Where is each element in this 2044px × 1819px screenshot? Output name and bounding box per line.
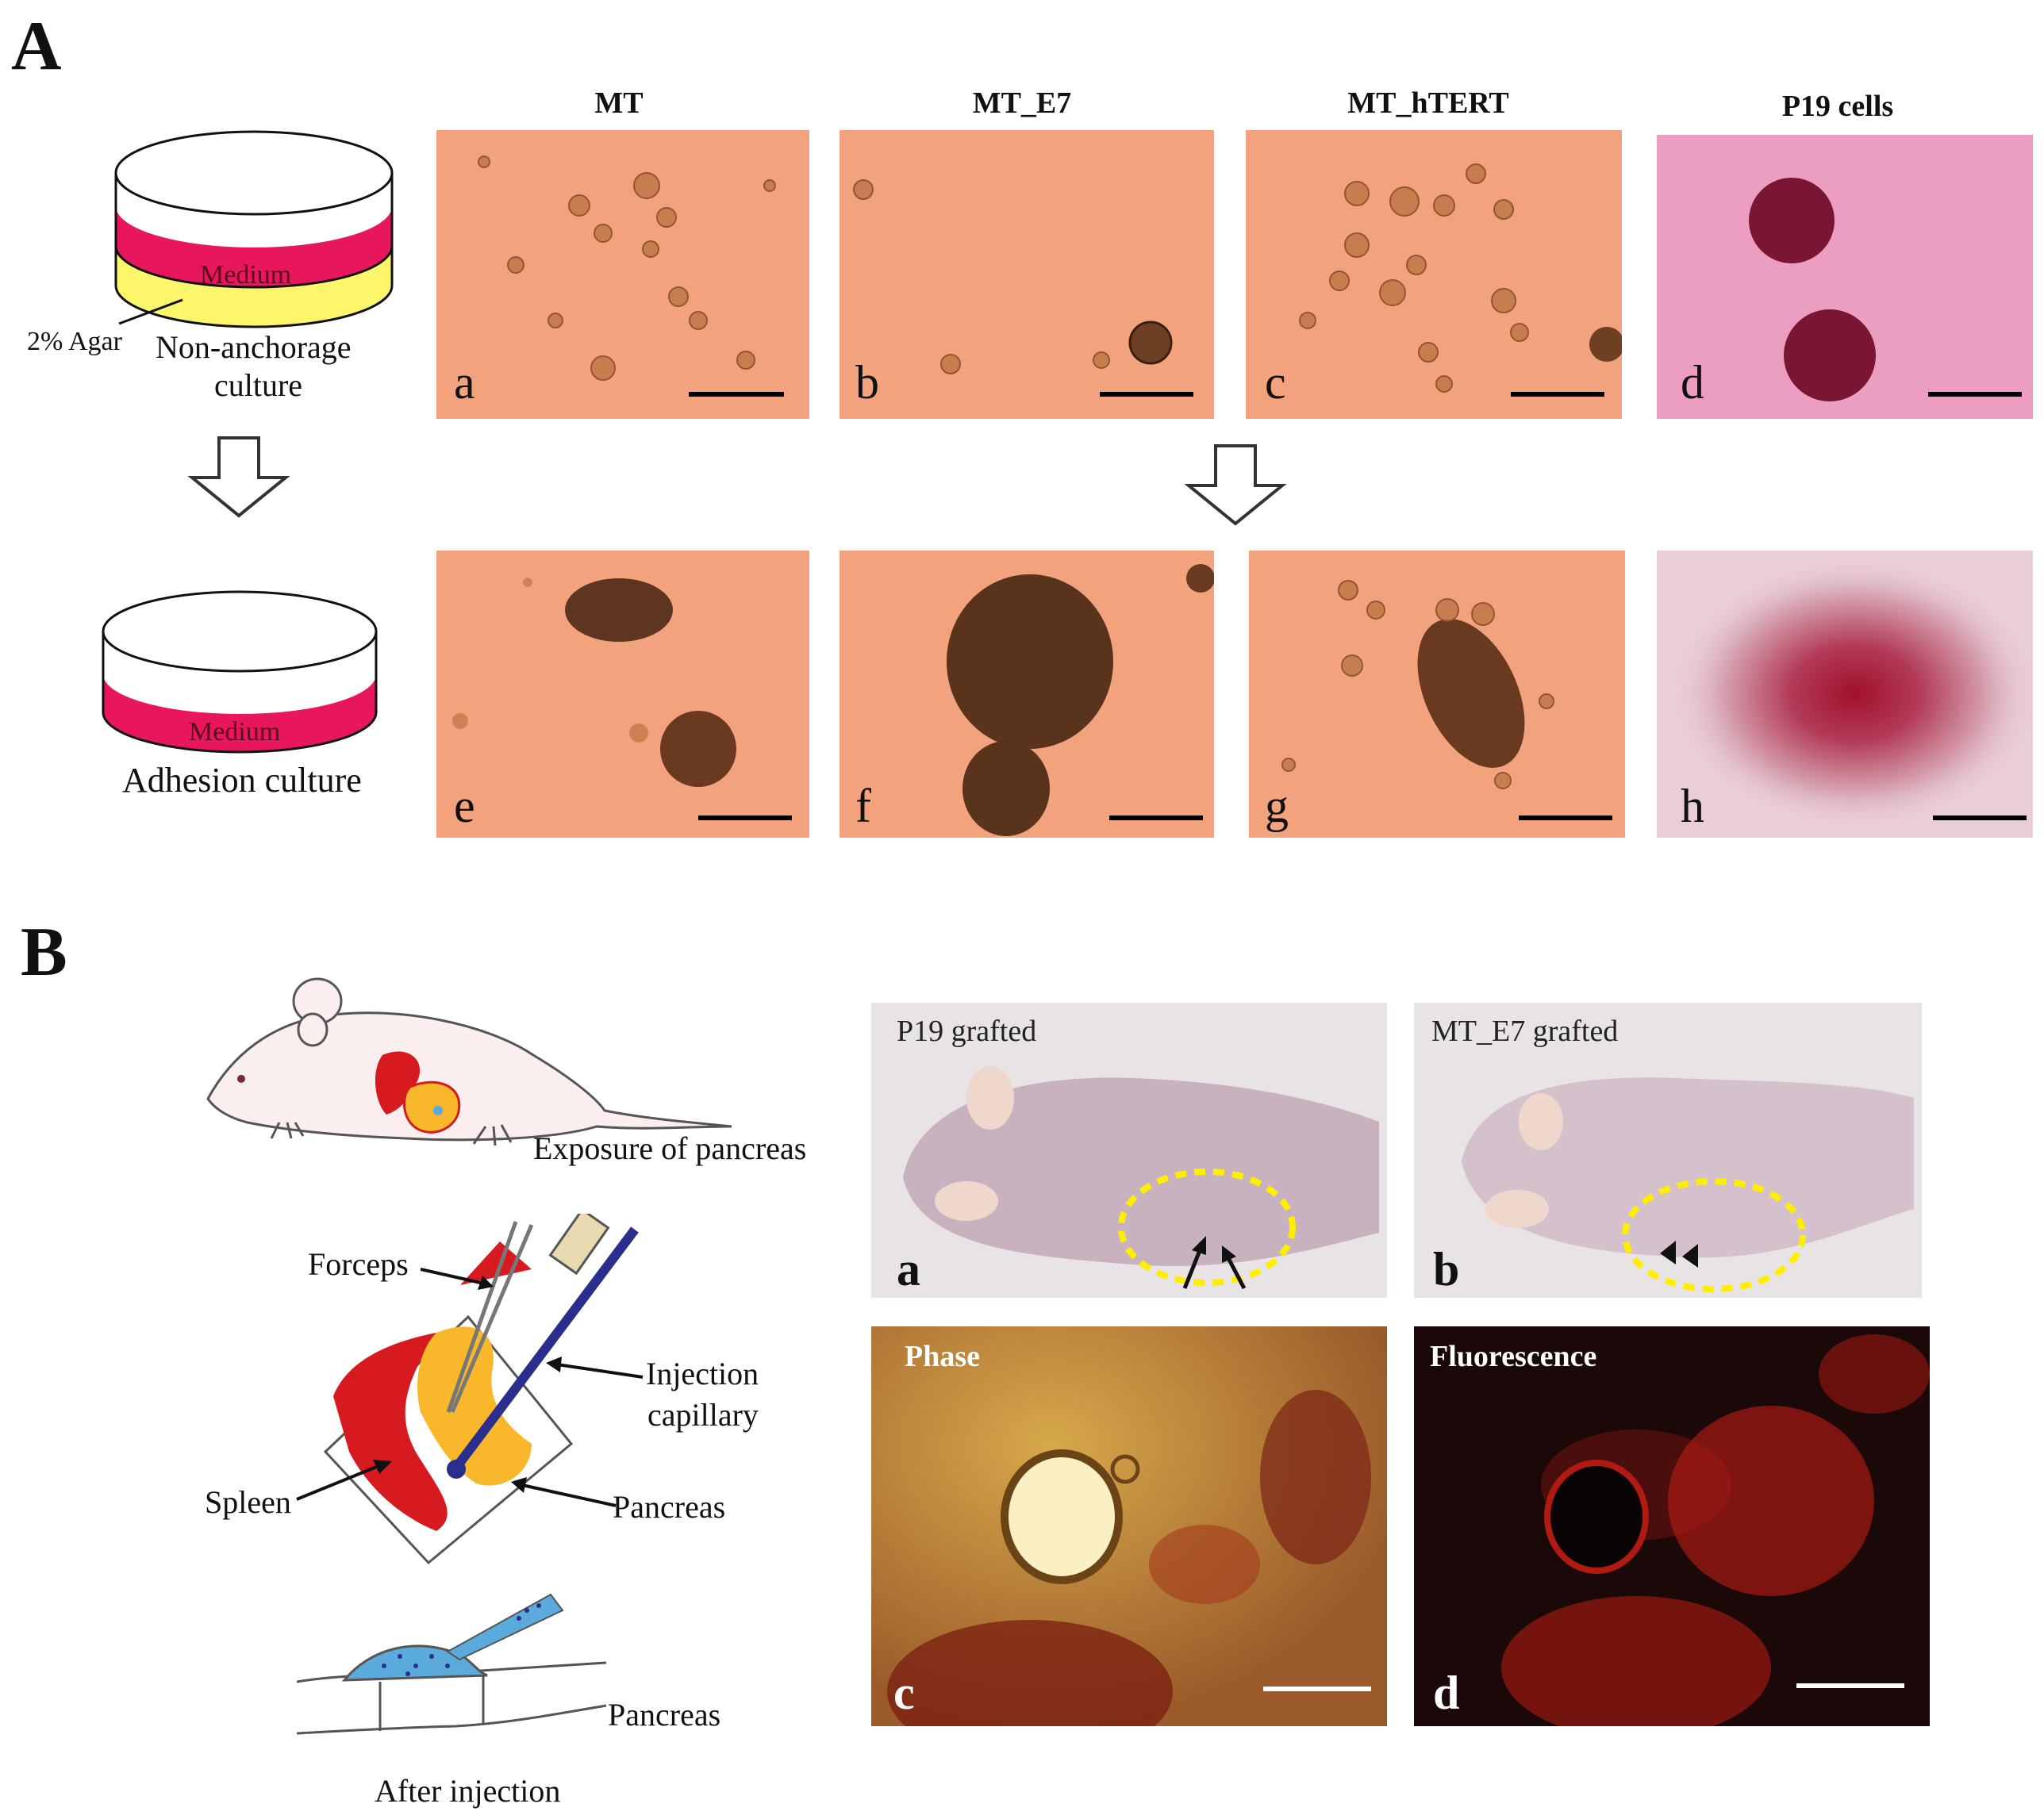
sublabel-d: d xyxy=(1681,356,1704,409)
column-header-mt-e7: MT_E7 xyxy=(972,86,1072,120)
injection-arrow xyxy=(546,1357,644,1379)
dish1-caption-line2: culture xyxy=(214,367,303,403)
injection-label-line2: capillary xyxy=(647,1397,759,1433)
scale-bar xyxy=(1100,392,1193,397)
spleen-label: Spleen xyxy=(205,1484,291,1520)
photo-p19-grafted xyxy=(871,1003,1387,1298)
sublabel-g: g xyxy=(1265,780,1289,832)
dish1-medium-label: Medium xyxy=(200,260,292,290)
down-arrow-icon xyxy=(187,436,290,518)
column-header-p19-cells: P19 cells xyxy=(1781,90,1894,123)
forceps-label: Forceps xyxy=(308,1246,409,1282)
scale-bar xyxy=(698,815,792,820)
photo-phase xyxy=(871,1326,1387,1726)
pancreas-arrow xyxy=(511,1477,617,1507)
sublabel-b: b xyxy=(855,356,879,409)
photo-mt-e7-grafted xyxy=(1414,1003,1922,1298)
photo-title-p19-grafted: P19 grafted xyxy=(897,1015,1037,1048)
spleen-arrow xyxy=(296,1460,392,1501)
scale-bar xyxy=(1933,815,2027,820)
panel-b-letter: B xyxy=(21,914,67,991)
photo-mt-e7-nonanchorage xyxy=(840,130,1214,419)
dish1-caption-line1: Non-anchorage xyxy=(156,329,352,365)
column-header-mt: MT xyxy=(594,86,644,120)
photo-mt-e7-adhesion xyxy=(840,551,1214,838)
photo-title-phase: Phase xyxy=(905,1340,980,1373)
forceps-arrow xyxy=(421,1268,494,1290)
sublabel-b-b: b xyxy=(1433,1243,1460,1295)
injection-label-line1: Injection xyxy=(646,1356,759,1391)
exposure-label: Exposure of pancreas xyxy=(533,1130,807,1166)
agar-label: 2% Agar xyxy=(27,327,122,356)
pancreas-label-after: Pancreas xyxy=(608,1697,721,1733)
scale-bar xyxy=(1928,392,2022,397)
photo-fluorescence xyxy=(1414,1326,1930,1726)
after-injection-diagram xyxy=(297,1593,607,1735)
sublabel-b-c: c xyxy=(893,1667,915,1719)
non-anchorage-dish-icon xyxy=(114,130,394,328)
mouse-icon xyxy=(206,977,732,1146)
sublabel-f: f xyxy=(855,780,871,832)
photo-mt-adhesion xyxy=(436,551,809,838)
photo-mt-nonanchorage xyxy=(436,130,809,419)
scale-bar xyxy=(1109,815,1203,820)
photo-title-fluorescence: Fluorescence xyxy=(1430,1340,1597,1373)
sublabel-b-d: d xyxy=(1433,1667,1460,1719)
dish2-medium-label: Medium xyxy=(189,717,281,746)
sublabel-c: c xyxy=(1265,356,1286,409)
down-arrow-icon xyxy=(1184,444,1287,526)
agar-pointer-line xyxy=(118,298,183,325)
dish2-caption: Adhesion culture xyxy=(122,761,362,800)
photo-title-mt-e7-grafted: MT_E7 grafted xyxy=(1431,1015,1619,1048)
scale-bar xyxy=(1511,392,1604,397)
sublabel-a: a xyxy=(454,356,475,409)
sublabel-e: e xyxy=(454,780,475,832)
sublabel-h: h xyxy=(1681,780,1704,832)
scale-bar xyxy=(689,392,784,397)
adhesion-dish-icon xyxy=(102,590,378,754)
scale-bar xyxy=(1519,815,1612,820)
sublabel-b-a: a xyxy=(897,1243,920,1295)
pancreas-label: Pancreas xyxy=(613,1489,726,1525)
photo-p19-nonanchorage xyxy=(1657,135,2033,419)
panel-a-letter: A xyxy=(11,8,62,85)
after-injection-label: After injection xyxy=(375,1773,561,1809)
column-header-mt-htert: MT_hTERT xyxy=(1347,86,1509,120)
injection-diagram xyxy=(323,1214,639,1565)
scale-bar xyxy=(1796,1683,1904,1688)
photo-mt-htert-adhesion xyxy=(1249,551,1625,838)
photo-mt-htert-nonanchorage xyxy=(1246,130,1622,419)
photo-p19-adhesion xyxy=(1657,551,2033,838)
scale-bar xyxy=(1263,1687,1371,1691)
